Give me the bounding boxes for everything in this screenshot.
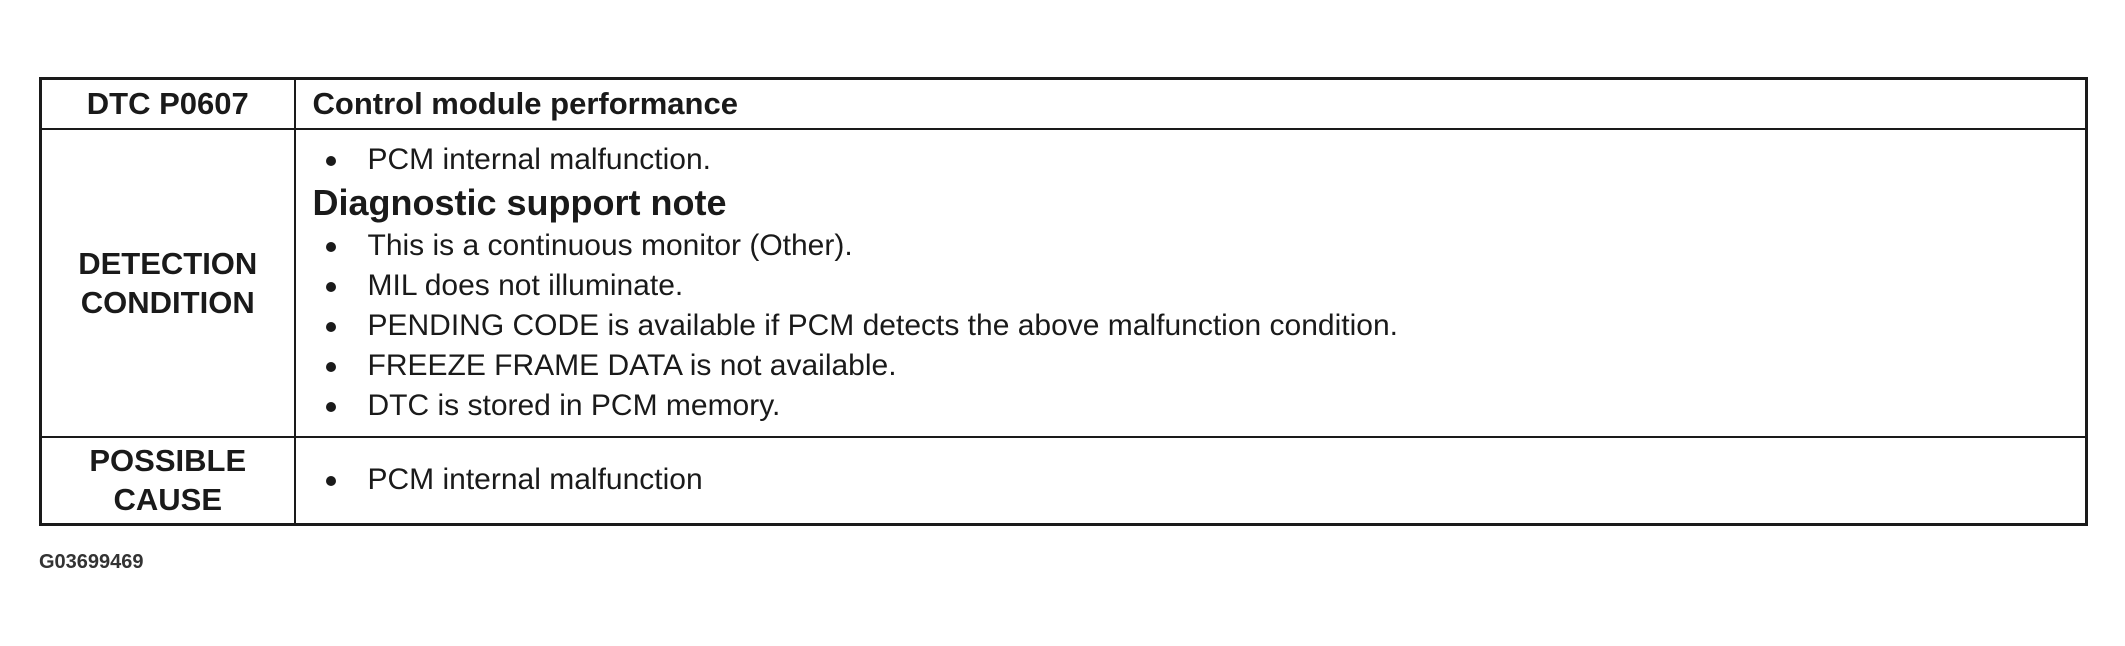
header-row: DTC P0607 Control module performance	[39, 77, 2088, 130]
list-item: MIL does not illuminate.	[313, 266, 2086, 306]
cause-label-line2: CAUSE	[113, 482, 222, 518]
cause-label-line1: POSSIBLE	[89, 443, 247, 479]
cause-content-cell: PCM internal malfunction	[293, 435, 2088, 526]
detection-label-line2: CONDITION	[80, 284, 255, 320]
note-heading: Diagnostic support note	[312, 181, 727, 223]
detection-label-cell: DETECTION CONDITION	[39, 127, 296, 438]
detection-content-cell: PCM internal malfunction. Diagnostic sup…	[293, 127, 2088, 438]
detection-note-list: This is a continuous monitor (Other). MI…	[313, 226, 2086, 426]
dtc-code-cell: DTC P0607	[39, 77, 296, 130]
dtc-code: DTC P0607	[86, 86, 249, 122]
dtc-table: DTC P0607 Control module performance DET…	[39, 77, 2088, 526]
list-item: PENDING CODE is available if PCM detects…	[313, 306, 2086, 346]
dtc-title-cell: Control module performance	[293, 77, 2088, 130]
detection-top-list: PCM internal malfunction.	[313, 140, 2086, 180]
dtc-title: Control module performance	[312, 85, 738, 121]
cause-label-cell: POSSIBLE CAUSE	[39, 435, 296, 526]
figure-code: G03699469	[39, 551, 144, 573]
list-item: FREEZE FRAME DATA is not available.	[313, 346, 2086, 386]
list-item: PCM internal malfunction	[313, 460, 2086, 500]
list-item: PCM internal malfunction.	[313, 140, 2086, 180]
detection-row: DETECTION CONDITION PCM internal malfunc…	[39, 127, 2088, 438]
cause-row: POSSIBLE CAUSE PCM internal malfunction	[39, 435, 2088, 526]
detection-label-line1: DETECTION	[78, 245, 258, 281]
list-item: This is a continuous monitor (Other).	[313, 226, 2086, 266]
list-item: DTC is stored in PCM memory.	[313, 386, 2086, 426]
cause-list: PCM internal malfunction	[313, 460, 2086, 500]
